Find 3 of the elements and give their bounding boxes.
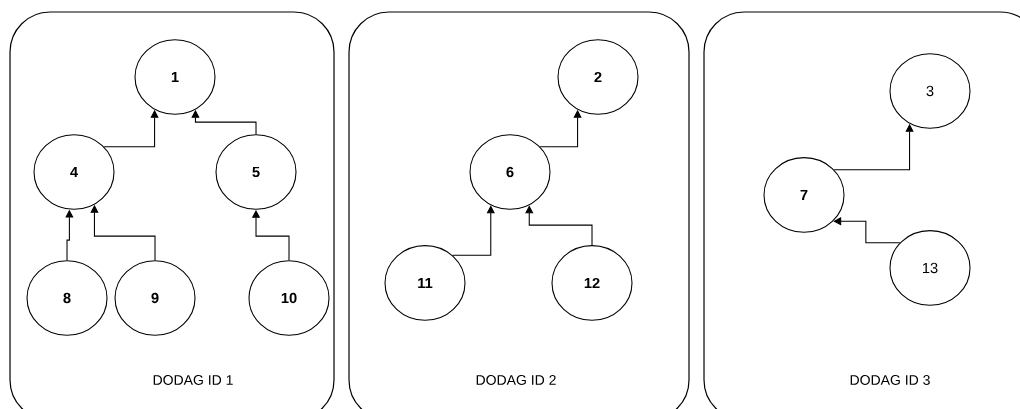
arrow — [452, 205, 495, 256]
arrow — [525, 205, 593, 246]
arrow — [833, 217, 901, 244]
